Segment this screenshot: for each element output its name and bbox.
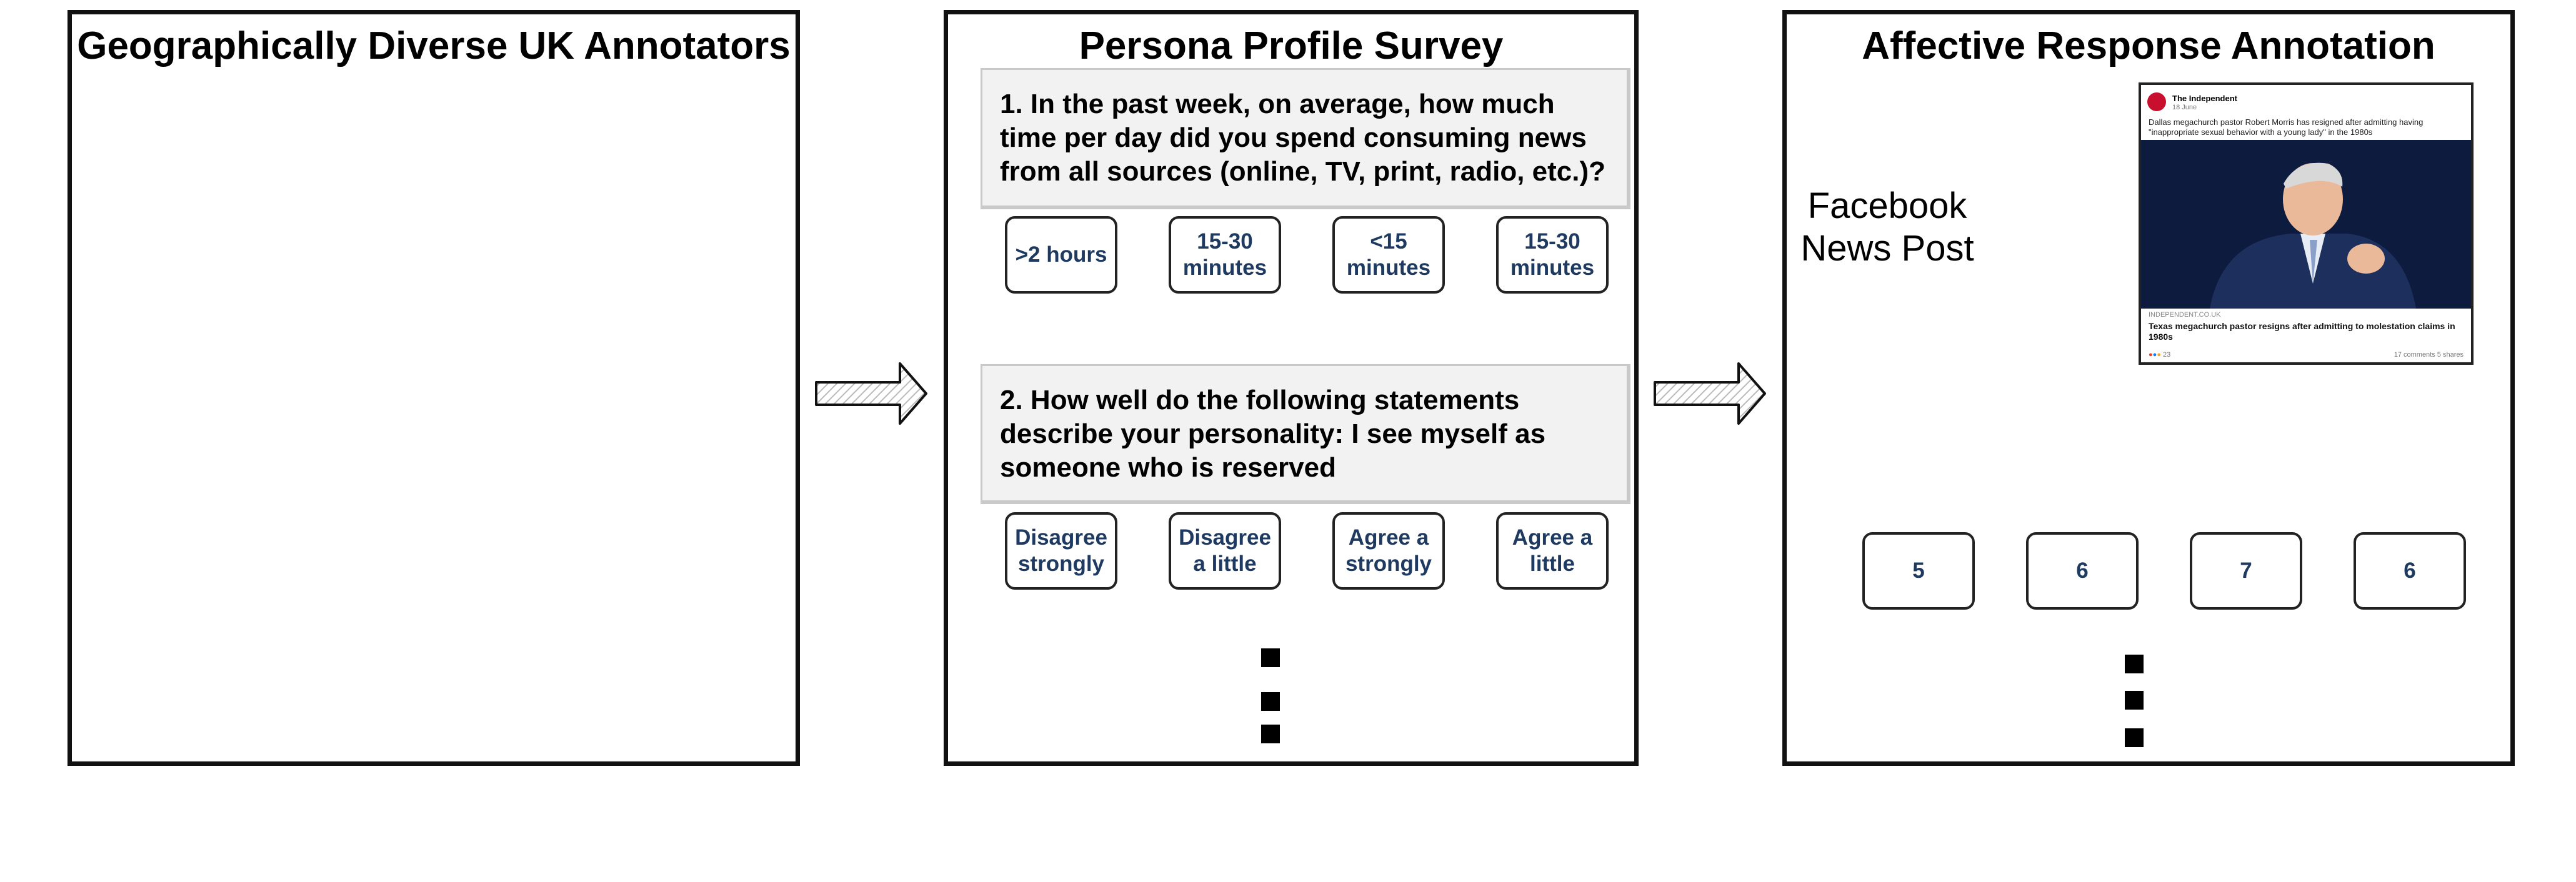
post-photo bbox=[2141, 140, 2471, 309]
post-footer: ●●● 23 17 comments 5 shares bbox=[2149, 351, 2464, 359]
answer-bubble: >2 hours bbox=[1005, 216, 1117, 294]
comment-count: 17 comments bbox=[2394, 351, 2435, 359]
answer-bubble: 15-30 minutes bbox=[1169, 216, 1281, 294]
answer-bubble: Agree a strongly bbox=[1332, 512, 1445, 590]
panel-title: Geographically Diverse UK Annotators bbox=[77, 24, 791, 67]
share-count: 5 shares bbox=[2437, 351, 2464, 359]
post-headline: Texas megachurch pastor resigns after ad… bbox=[2149, 321, 2455, 342]
survey-question-2: 2. How well do the following statements … bbox=[981, 364, 1630, 504]
reaction-icons: ● bbox=[2149, 351, 2153, 359]
ellipsis-dot bbox=[1261, 692, 1280, 711]
ellipsis-dot bbox=[1261, 725, 1280, 743]
post-caption: Dallas megachurch pastor Robert Morris h… bbox=[2149, 117, 2424, 137]
panel-title: Affective Response Annotation bbox=[1862, 24, 2435, 67]
answer-bubble: 15-30 minutes bbox=[1496, 216, 1609, 294]
ellipsis-dot bbox=[2125, 691, 2144, 710]
news-photo-icon bbox=[2141, 140, 2471, 309]
rating-bubble: 6 bbox=[2026, 532, 2139, 610]
publisher-logo-icon bbox=[2147, 92, 2166, 111]
arrow-right-1 bbox=[815, 362, 927, 425]
survey-question-1: 1. In the past week, on average, how muc… bbox=[981, 68, 1630, 209]
reaction-count: 23 bbox=[2163, 351, 2171, 359]
ellipsis-dot bbox=[2125, 655, 2144, 673]
facebook-post: The Independent 18 June Dallas megachurc… bbox=[2139, 82, 2474, 365]
answer-bubble: Agree a little bbox=[1496, 512, 1609, 590]
post-source: INDEPENDENT.CO.UK bbox=[2149, 311, 2221, 319]
ellipsis-dot bbox=[2125, 728, 2144, 747]
facebook-news-post-label: Facebook News Post bbox=[1800, 186, 1974, 269]
survey-panel: Persona Profile Survey 1. In the past we… bbox=[944, 10, 1639, 766]
panel-title: Persona Profile Survey bbox=[1079, 24, 1504, 67]
post-page-name: The Independent bbox=[2172, 94, 2237, 103]
rating-bubble: 6 bbox=[2354, 532, 2466, 610]
arrow-right-2 bbox=[1654, 362, 1766, 425]
rating-bubble: 5 bbox=[1862, 532, 1975, 610]
answer-bubble: <15 minutes bbox=[1332, 216, 1445, 294]
answer-bubble: Disagree a little bbox=[1169, 512, 1281, 590]
annotators-panel: Geographically Diverse UK Annotators bbox=[67, 10, 800, 766]
rating-bubble: 7 bbox=[2190, 532, 2302, 610]
ellipsis-dot bbox=[1261, 648, 1280, 667]
post-date: 18 June bbox=[2172, 104, 2197, 111]
answer-bubble: Disagree strongly bbox=[1005, 512, 1117, 590]
